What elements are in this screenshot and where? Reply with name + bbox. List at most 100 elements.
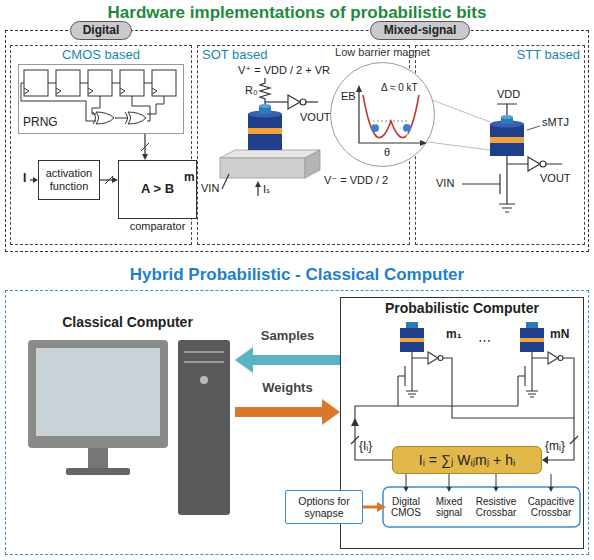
prng-flip-flops	[24, 70, 176, 96]
sot-mtj-pillar	[248, 128, 282, 134]
node-label: Capacitive Crossbar	[524, 496, 578, 519]
energy-landscape	[356, 85, 427, 146]
energy-landscape	[375, 119, 407, 137]
sot-inverter	[222, 174, 229, 189]
connector-arrow	[406, 474, 407, 487]
sot-inverter	[222, 95, 318, 196]
sot-inverter	[255, 181, 261, 187]
pbit-circuits	[548, 352, 558, 364]
pbit-circuits	[532, 358, 574, 460]
node-label: Resistive Crossbar	[472, 496, 520, 519]
signal-label: VIN	[436, 177, 454, 190]
signal-label: θ	[384, 146, 390, 159]
options-box: Options for synapse	[285, 490, 363, 524]
pbit-circuits	[398, 352, 418, 397]
stt-mtj-pillar	[490, 115, 524, 156]
signal-label: R₀	[245, 84, 258, 97]
stt-mtj-pillar	[490, 137, 524, 143]
comparator-box: A > Bcomparator	[118, 160, 197, 219]
node-label: Classical Computer	[20, 314, 235, 330]
sot-inverter	[288, 95, 300, 109]
sot-mtj-pillar	[248, 134, 282, 150]
stt-circuit	[497, 104, 517, 118]
xor-gates	[115, 118, 128, 119]
connector-arrow	[363, 506, 377, 509]
pbit-pillars	[520, 328, 544, 338]
signal-label: sMTJ	[542, 116, 569, 129]
bus-arrowheads	[542, 456, 548, 464]
bus-arrowheads	[351, 418, 359, 426]
pbit-pillars	[400, 328, 424, 338]
stt-mtj-pillar	[501, 115, 513, 119]
category-pill: Digital	[70, 21, 132, 40]
implementation-panel: CMOS basedPRNGactivation functionA > Bco…	[10, 45, 192, 245]
category-pill: Mixed-signal	[370, 21, 470, 40]
node-label: Probabilistic Computer	[341, 300, 583, 316]
computer-monitor	[28, 340, 168, 448]
node-label: SOT based	[202, 48, 268, 63]
node-label: Mixed-signal	[382, 24, 459, 38]
connector-arrow	[235, 407, 322, 417]
xor-gates	[92, 96, 100, 114]
pbit-pillars	[400, 322, 544, 352]
xor-gates	[128, 112, 146, 124]
classical-computer: Classical Computer	[20, 312, 235, 537]
sot-mtj-pillar	[248, 104, 282, 150]
node-label: CMOS based	[11, 48, 191, 63]
signal-label: ⋯	[478, 334, 491, 349]
synapse-option: Resistive Crossbar	[472, 492, 520, 522]
pbit-circuits	[428, 352, 438, 364]
sot-slab	[305, 150, 320, 178]
synapse-option: Mixed signal	[430, 492, 468, 522]
sot-resistor	[260, 78, 270, 108]
node-label: Hybrid Probabilistic - Classical Compute…	[0, 265, 594, 285]
node-label: Digital CMOS	[386, 496, 426, 519]
signal-label: I	[23, 172, 26, 186]
signal-label: {Iᵢ}	[359, 440, 372, 454]
pbit-pillars	[406, 322, 418, 328]
computer-tower	[178, 340, 230, 515]
pbit-pillars	[520, 338, 544, 342]
node-label: PRNG	[23, 116, 58, 130]
outer-panel: Hardware implementations of probabilisti…	[5, 30, 589, 252]
pbit-pillars	[526, 322, 538, 328]
sot-slab	[220, 150, 320, 178]
node-label: Hardware implementations of probabilisti…	[0, 3, 594, 23]
options-frame	[383, 487, 580, 527]
energy-landscape	[331, 63, 433, 165]
node-label: Low barrier magnet	[291, 46, 474, 59]
sot-inverter	[306, 101, 318, 102]
stt-circuit	[540, 161, 546, 167]
pbit-circuits	[412, 358, 574, 418]
signal-label: VIN	[201, 182, 219, 195]
synapse-option: Digital CMOS	[386, 492, 426, 522]
synapse-box: Iᵢ = ∑ⱼ Wᵢⱼmⱼ + hᵢ	[392, 446, 542, 474]
stt-mtj-pillar	[490, 143, 524, 156]
pbit-circuits	[351, 436, 578, 444]
prng-flip-flops	[48, 83, 152, 84]
signal-label: Δ ≈ 0 kT	[381, 82, 418, 94]
sot-resistor	[260, 78, 270, 108]
sot-slab	[220, 158, 305, 178]
signal-label: EB	[341, 90, 356, 103]
energy-landscape	[359, 89, 423, 143]
node-label: Mixed signal	[430, 496, 468, 519]
signal-label: m₁	[446, 328, 462, 342]
options-frame	[383, 487, 580, 527]
energy-landscape	[373, 121, 409, 122]
signal-label: VDD	[497, 88, 520, 101]
sot-inverter	[265, 101, 288, 102]
signal-label: mN	[550, 328, 569, 342]
sot-slab	[220, 150, 320, 158]
node-label: Digital	[81, 24, 122, 38]
sot-inverter	[300, 99, 306, 105]
pbit-circuits	[518, 352, 538, 397]
edge-label: Samples	[259, 329, 316, 344]
connector-arrow	[449, 474, 450, 487]
node-label: Options for synapse	[286, 495, 362, 519]
energy-landscape	[363, 95, 419, 138]
connector-arrow	[496, 474, 497, 487]
node-label: Iᵢ = ∑ⱼ Wᵢⱼmⱼ + hᵢ	[417, 452, 517, 468]
computer-monitor	[36, 348, 160, 436]
signal-label: V⁻ = VDD / 2	[324, 174, 388, 187]
